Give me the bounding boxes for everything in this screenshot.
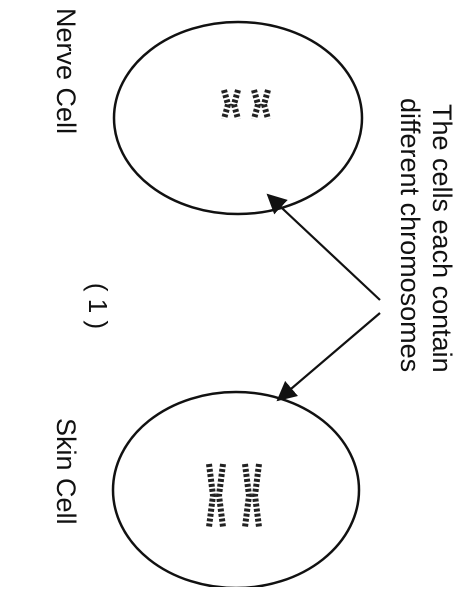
nerve-cell-outline [112, 20, 364, 216]
skin-cell-outline [111, 390, 361, 590]
skin-cell-chromosomes [206, 463, 262, 528]
chromosome-icon [251, 89, 271, 120]
annotation-line-1: The cells each contain [427, 104, 457, 373]
chromosome-icon [242, 463, 262, 528]
annotation-line-2: different chromosomes [395, 98, 425, 372]
nerve-cell-label: Nerve Cell [51, 8, 81, 134]
nerve-cell-chromosomes [221, 89, 271, 120]
skin-cell-label: Skin Cell [51, 418, 81, 525]
arrow-to-nerve-cell [266, 193, 381, 301]
figure-number: ( 1 ) [83, 283, 113, 329]
chromosome-icon [206, 463, 226, 528]
chromosome-icon [221, 89, 241, 120]
arrow-to-skin-cell [276, 312, 381, 402]
